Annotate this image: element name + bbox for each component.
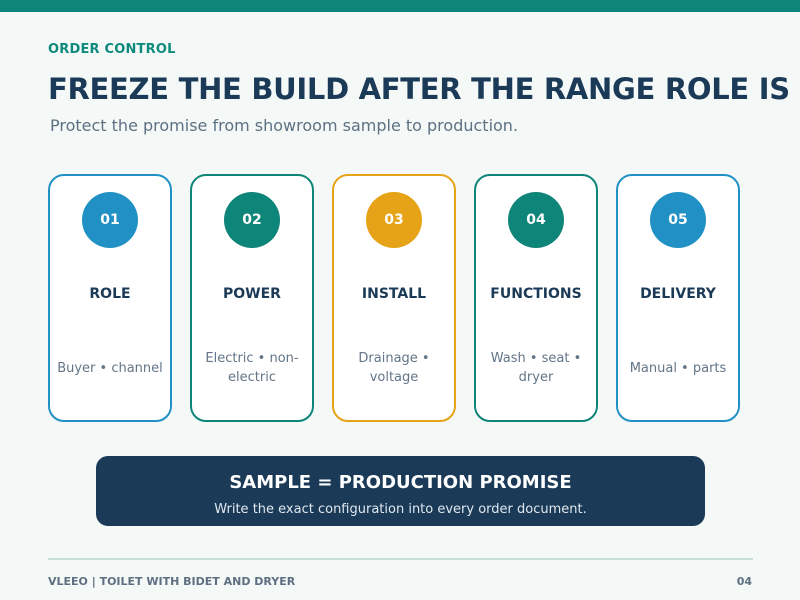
slide-subtitle: Protect the promise from showroom sample… — [50, 116, 519, 135]
footer-divider — [48, 558, 753, 560]
page-number: 04 — [736, 575, 752, 588]
step-label: FUNCTIONS — [490, 286, 582, 302]
step-card-functions: 04 FUNCTIONS Wash • seat • dryer — [474, 174, 598, 422]
step-card-install: 03 INSTALL Drainage • voltage — [332, 174, 456, 422]
step-description: Electric • non-electric — [205, 351, 299, 385]
promise-banner: SAMPLE = PRODUCTION PROMISE Write the ex… — [96, 456, 705, 526]
step-description: Manual • parts — [629, 360, 727, 376]
slide-title: FREEZE THE BUILD AFTER THE RANGE ROLE IS… — [48, 72, 800, 106]
step-number-badge: 04 — [508, 192, 564, 248]
step-label: ROLE — [89, 286, 131, 302]
step-cards: 01 ROLE Buyer • channel 02 POWER Electri… — [48, 174, 740, 422]
step-description: Buyer • channel — [57, 360, 163, 376]
step-number-badge: 03 — [366, 192, 422, 248]
step-card-delivery: 05 DELIVERY Manual • parts — [616, 174, 740, 422]
banner-title: SAMPLE = PRODUCTION PROMISE — [229, 472, 572, 493]
step-description: Wash • seat • dryer — [490, 351, 582, 385]
step-card-role: 01 ROLE Buyer • channel — [48, 174, 172, 422]
step-number-badge: 01 — [82, 192, 138, 248]
section-kicker: ORDER CONTROL — [48, 42, 176, 57]
step-label: POWER — [223, 286, 281, 302]
step-number-badge: 05 — [650, 192, 706, 248]
step-description: Drainage • voltage — [358, 351, 430, 385]
footer-brand: VLEEO | TOILET WITH BIDET AND DRYER — [48, 575, 296, 588]
step-number-badge: 02 — [224, 192, 280, 248]
step-label: DELIVERY — [640, 286, 716, 302]
step-card-power: 02 POWER Electric • non-electric — [190, 174, 314, 422]
step-label: INSTALL — [361, 286, 427, 302]
top-accent-bar — [0, 0, 800, 12]
banner-subtitle: Write the exact configuration into every… — [214, 502, 587, 517]
